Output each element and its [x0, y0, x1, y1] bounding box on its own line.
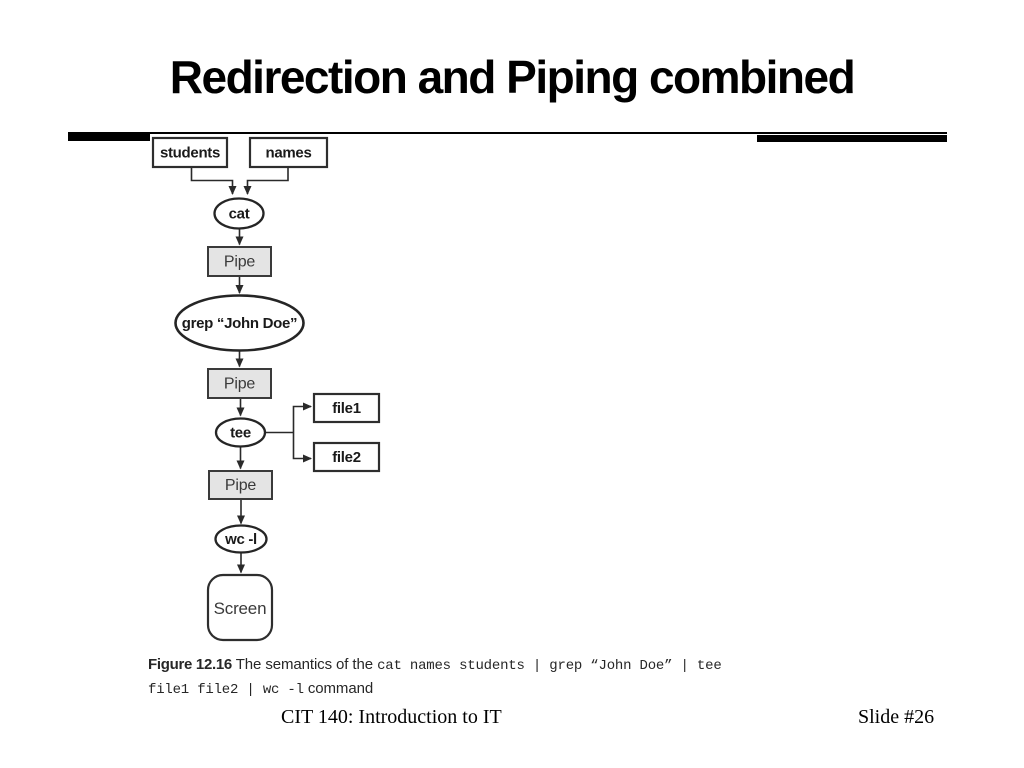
node-file2: file2	[312, 441, 381, 473]
wc-ellipse	[214, 524, 268, 554]
names-file-label: names	[265, 145, 311, 162]
node-cat: cat	[213, 197, 265, 230]
file2-label: file2	[332, 449, 361, 466]
wc-label: wc -l	[224, 531, 257, 548]
figure-caption: Figure 12.16 The semantics of the cat na…	[148, 654, 808, 701]
figure-caption-line2: file1 file2 | wc -l command	[148, 678, 808, 702]
node-tee: tee	[214, 417, 267, 448]
footer-course-title: CIT 140: Introduction to IT	[281, 706, 502, 728]
footer-slide-number: Slide #26	[858, 706, 935, 728]
slide-title: Redirection and Piping combined	[169, 51, 856, 103]
pipe1-label: Pipe	[224, 254, 256, 271]
students-file-box	[151, 136, 229, 169]
title-underline-left-accent	[68, 134, 150, 141]
pipe3-box	[208, 470, 273, 500]
file1-box	[312, 392, 381, 424]
tee-ellipse	[214, 417, 267, 448]
node-students: students	[151, 136, 229, 169]
connector-names-to-cat	[243, 167, 289, 195]
title-underline-right-accent	[757, 135, 947, 142]
names-file-box	[248, 136, 329, 169]
screen-box	[206, 573, 274, 642]
node-pipe3: Pipe	[208, 470, 273, 500]
file1-label: file1	[332, 400, 361, 417]
connector-tee-to-file2	[292, 432, 312, 463]
node-pipe1: Pipe	[207, 246, 272, 277]
node-file1: file1	[312, 392, 381, 424]
file2-box	[312, 441, 381, 473]
grep-ellipse	[174, 294, 305, 352]
pipe3-label: Pipe	[225, 477, 257, 494]
students-file-label: students	[160, 145, 220, 162]
caption-command-part2: file1 file2 | wc -l	[148, 681, 304, 698]
screen-label: Screen	[214, 599, 267, 618]
figure-number: Figure 12.16	[148, 656, 232, 673]
node-grep: grep “John Doe”	[174, 294, 305, 352]
caption-command-part1: cat names students | grep “John Doe” | t…	[377, 658, 722, 674]
cat-label: cat	[229, 206, 250, 223]
node-wc: wc -l	[214, 524, 268, 554]
node-pipe2: Pipe	[207, 368, 272, 399]
node-screen: Screen	[206, 573, 274, 642]
tee-label: tee	[230, 425, 251, 442]
caption-text-after: command	[303, 679, 374, 697]
title-underline-thin	[68, 132, 947, 134]
pipe2-label: Pipe	[224, 376, 256, 393]
pipe1-box	[207, 246, 272, 277]
connector-students-to-cat	[190, 167, 237, 195]
figure-caption-line1: Figure 12.16 The semantics of the cat na…	[148, 654, 808, 678]
pipe2-box	[207, 368, 272, 399]
cat-ellipse	[213, 197, 265, 230]
grep-label: grep “John Doe”	[182, 315, 298, 332]
connector-tee-to-file1	[292, 402, 312, 433]
caption-text-before: The semantics of the	[231, 656, 378, 673]
node-names: names	[248, 136, 329, 169]
